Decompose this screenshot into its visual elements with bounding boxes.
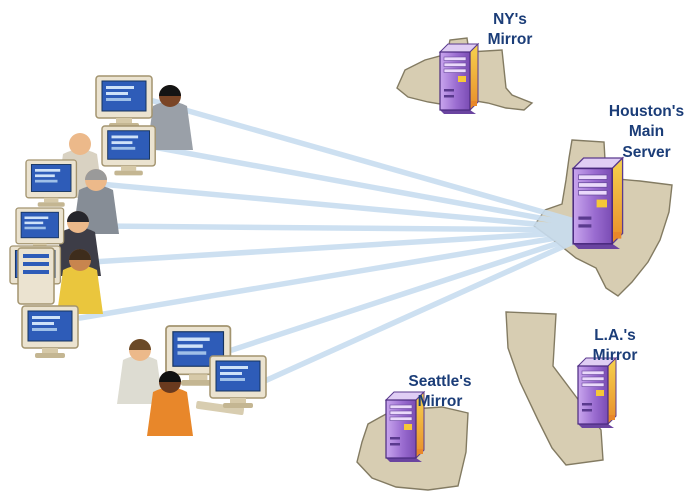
person-figure	[117, 339, 163, 404]
ny-mirror-label: NY's Mirror	[487, 11, 533, 49]
person-figure	[57, 249, 103, 314]
connection-line	[255, 235, 585, 387]
seattle-mirror-label: Seattle's Mirror	[408, 373, 472, 411]
connection-line	[229, 233, 583, 353]
california-state-shape	[505, 311, 604, 466]
ny-mirror-server-icon	[439, 43, 479, 115]
monitor-icon	[101, 125, 156, 177]
user-cluster	[9, 75, 267, 436]
houston-main-server-icon	[572, 157, 624, 250]
houston-main-server-label: Houston's Main Server	[608, 103, 685, 161]
user-workstation	[17, 247, 79, 359]
keyboard-icon	[195, 400, 245, 416]
connection-line	[97, 181, 581, 231]
monitor-icon	[209, 355, 267, 409]
user-workstation	[95, 75, 193, 150]
connection-line	[89, 229, 581, 265]
user-workstation	[9, 245, 103, 314]
monitor-icon	[25, 159, 78, 208]
monitor-icon	[95, 75, 153, 129]
monitor-icon	[21, 305, 79, 359]
computer-tower-icon	[17, 247, 55, 305]
connection-line	[145, 143, 581, 228]
user-workstation	[147, 355, 267, 436]
connection-lines	[77, 97, 585, 387]
connection-line	[77, 231, 583, 321]
connection-line	[147, 97, 581, 225]
connection-line	[87, 223, 581, 233]
la-mirror-server-icon	[577, 357, 617, 429]
person-figure	[147, 371, 193, 436]
la-mirror-label: L.A.'s Mirror	[592, 327, 638, 365]
person-figure	[147, 85, 193, 150]
user-workstation	[117, 325, 245, 416]
